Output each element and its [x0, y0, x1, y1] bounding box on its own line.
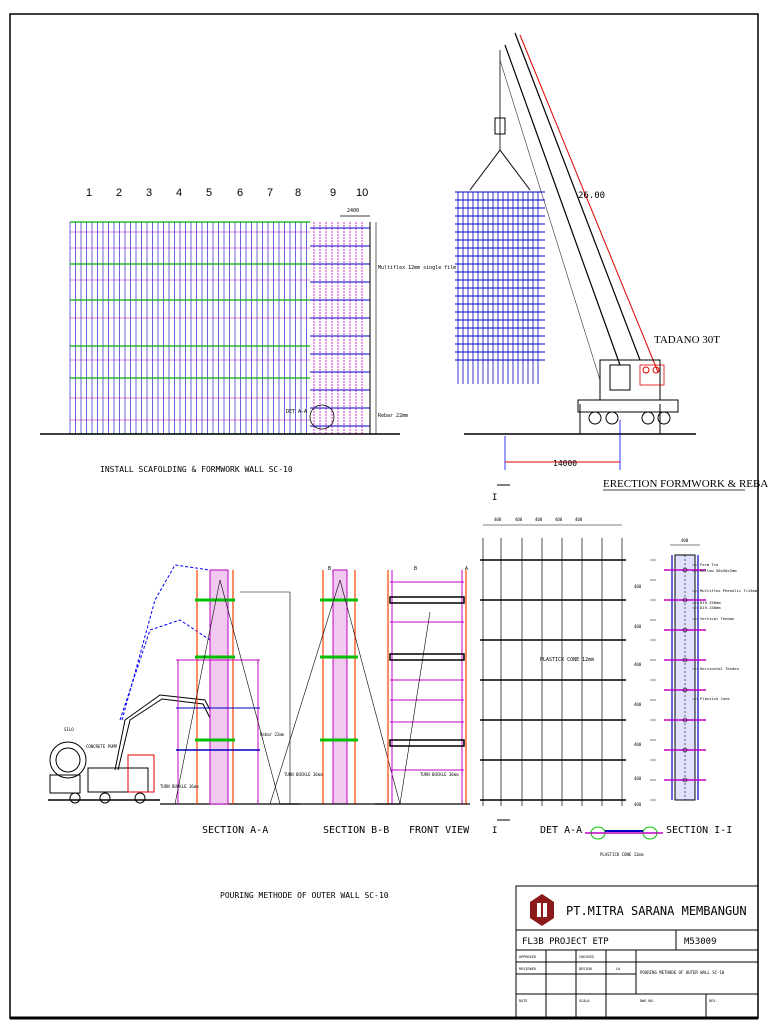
det-dim-side: 400: [634, 702, 642, 707]
det-a-a-grid: 400 400 400 400 400 400 400 400 400 400 400 400: [480, 517, 642, 807]
crane-radius: 14000: [553, 459, 577, 468]
section-a-mark: A: [465, 566, 468, 572]
section-i-note: Multiflex Phenolic T=15mm: [700, 588, 758, 593]
note-concrete-pump: CONCRETE PUMP: [86, 744, 118, 749]
label-reviewed: REVIEWED: [519, 967, 536, 971]
note-turnbuckle-b: TURN BUCKLE 16mm: [284, 772, 323, 777]
section-i-note: D19-150mm: [700, 600, 721, 605]
section-i-note: Plastick Cone: [700, 696, 730, 701]
label-dwg-no: DWG NO.: [640, 999, 655, 1003]
section-i-dim: 400: [681, 538, 689, 543]
det-dim-side: 400: [634, 624, 642, 629]
section-i-note: Hollow 50x50x2mm: [700, 568, 737, 573]
title-block: PT.MITRA SARANA MEMBANGUN FL3B PROJECT E…: [515, 885, 759, 1019]
rebar-cage: [455, 191, 545, 384]
sections-caption: POURING METHODE OF OUTER WALL SC-10: [220, 891, 389, 900]
design-value: LK: [616, 967, 621, 971]
grid-number-8: 8: [295, 187, 301, 199]
grid-number-7: 7: [267, 187, 273, 199]
note-det-aa: DET A-A: [286, 409, 307, 415]
section-i-note: D19-150mm: [700, 605, 721, 610]
section-views: SILO CONCRETE PUMP Rebar: [48, 484, 758, 900]
label-scale: SCALA: [579, 999, 590, 1003]
label-checked: CHECKED: [579, 955, 594, 959]
det-dim-side: 400: [634, 662, 642, 667]
section-b-b: B TURN BUCKLE 16mm SECTION B-B: [269, 566, 401, 836]
section-i-note: Vertical Tendon: [700, 616, 734, 621]
concrete-pump-truck: SILO CONCRETE PUMP: [48, 564, 216, 804]
scaffold-elevation: 1 2 3 4 5 6 7 8 9 10 2400 Multiflex 12mm single f…: [40, 187, 456, 474]
label-approved: APPROVED: [519, 955, 536, 959]
det-dim-top: 400: [494, 517, 502, 522]
note-turnbuckle-a: TURN BUCKLE 16mm: [160, 784, 199, 789]
project-name: FL3B PROJECT ETP: [522, 937, 609, 947]
drawing-number: M53009: [684, 937, 717, 947]
grid-number-9: 9: [330, 187, 336, 199]
grid-number-3: 3: [146, 187, 152, 199]
section-a-label: SECTION A-A: [202, 825, 268, 836]
det-a-a-label: DET A-A: [540, 825, 582, 836]
cut-mark-bottom: I: [492, 826, 497, 836]
det-dim-top: 400: [535, 517, 543, 522]
front-view-label: FRONT VIEW: [409, 825, 470, 836]
section-b-mark-right: B: [414, 566, 417, 572]
sheet-border: [9, 13, 759, 1019]
section-i-note: Form Tie: [700, 562, 719, 567]
grid-number-1: 1: [86, 187, 92, 199]
grid-number-5: 5: [206, 187, 212, 199]
section-a-a: Rebar 22mm TURN BUCKLE 16mm SECTION A-A: [160, 569, 300, 836]
front-view: B A TURN BUCKLE 16mm FRONT VIEW: [375, 566, 470, 836]
det-dim-side: 400: [634, 584, 642, 589]
note-plastic-cone-bottom: PLASTICK CONE 12mm: [600, 852, 644, 857]
company-name: PT.MITRA SARANA MEMBANGUN: [566, 904, 747, 918]
company-logo: [530, 894, 554, 926]
boom-length: 26.00: [578, 191, 605, 201]
note-silo: SILO: [64, 727, 74, 732]
grid-numbers: 1 2 3 4 5 6 7 8 9 10: [86, 187, 368, 199]
grid-number-6: 6: [237, 187, 243, 199]
det-dim-side: 400: [634, 742, 642, 747]
crane-erection: 26.00 TADANO 30T 14000 ERECTION FORMWORK…: [455, 32, 768, 491]
label-design: DESIGN: [579, 967, 592, 971]
grid-number-10: 10: [356, 187, 368, 199]
cut-mark-top: I: [492, 493, 497, 503]
section-i-label: SECTION I-I: [666, 825, 732, 836]
section-b-label: SECTION B-B: [323, 825, 389, 836]
note-multiflex: Multiflex 12mm single film: [378, 265, 456, 271]
det-dim-top: 400: [515, 517, 523, 522]
grid-number-4: 4: [176, 187, 182, 199]
crane-name: TADANO 30T: [654, 334, 720, 346]
det-dim-top: 400: [555, 517, 563, 522]
dim-2400: 2400: [347, 208, 359, 214]
det-dim-side: 400: [634, 802, 642, 807]
note-plastic-cone-det: PLASTICK CONE 12mm: [540, 657, 594, 663]
label-date: DATE: [519, 999, 527, 1003]
det-dim-top: 400: [575, 517, 583, 522]
detail-callout-circle: [309, 404, 335, 430]
note-rebar-22: Rebar 22mm: [378, 413, 408, 419]
label-rev: REV.: [709, 999, 717, 1003]
grid-number-2: 2: [116, 187, 122, 199]
det-dim-side: 400: [634, 776, 642, 781]
section-b-mark-left: B: [328, 566, 331, 572]
drawing-title: POURING METHODE OF OUTER WALL SC-10: [640, 970, 725, 975]
elevation-caption: INSTALL SCAFOLDING & FORMWORK WALL SC-10: [100, 465, 293, 474]
note-turnbuckle-front: TURN BUCKLE 16mm: [420, 772, 459, 777]
note-rebar-a: Rebar 22mm: [260, 732, 285, 737]
crane-caption: ERECTION FORMWORK & REBAR: [603, 478, 768, 490]
section-i-note: Horizontal Tendon: [700, 666, 739, 671]
plastic-cone-detail: PLASTICK CONE 12mm: [585, 826, 663, 857]
